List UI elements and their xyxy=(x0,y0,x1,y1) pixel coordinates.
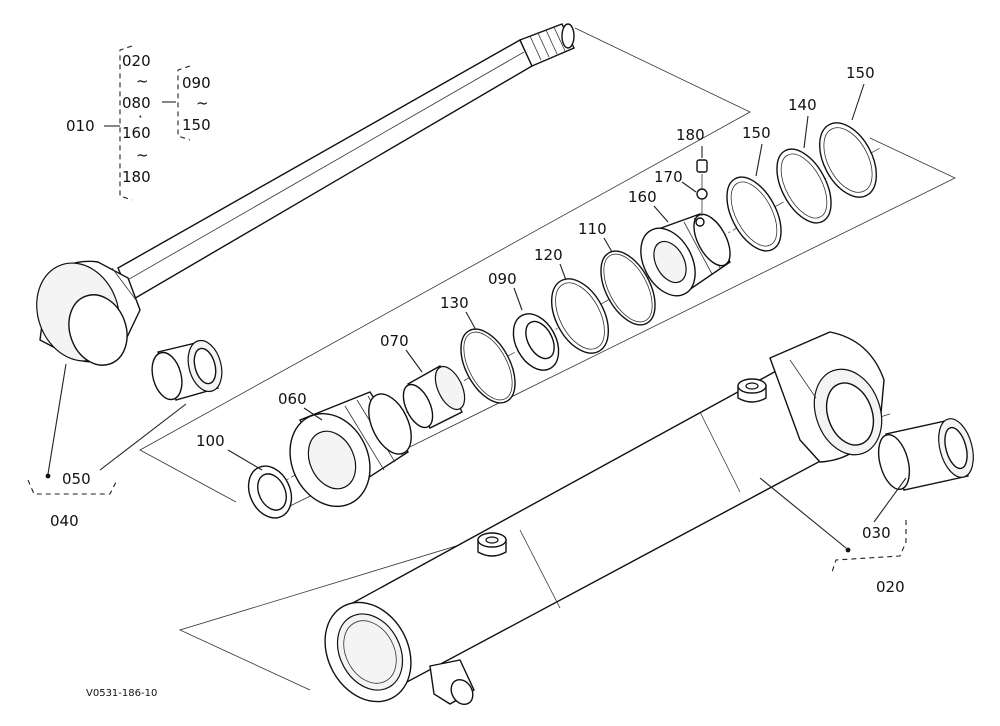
part-140-ring xyxy=(776,148,832,224)
drawing-code: V0531-186-10 xyxy=(86,688,157,699)
cylinder-tube xyxy=(324,331,885,706)
part-060-rod-guide xyxy=(289,391,412,508)
label-130: 130 xyxy=(440,294,469,312)
label-150-mid: 150 xyxy=(742,124,771,142)
label-030: 030 xyxy=(862,524,891,542)
label-range-mark-3: ~ xyxy=(196,94,209,112)
label-170: 170 xyxy=(654,168,683,186)
label-090-top: 090 xyxy=(182,74,211,92)
label-160-left: 160 xyxy=(122,124,151,142)
label-150-top: 150 xyxy=(182,116,211,134)
label-180-right: 180 xyxy=(676,126,705,144)
part-160-piston xyxy=(640,213,731,297)
part-090-ring xyxy=(512,313,560,371)
assembly-brackets xyxy=(27,45,907,573)
label-range-mark-2: ~ xyxy=(136,146,149,164)
label-010: 010 xyxy=(66,117,95,135)
rod-thread xyxy=(529,26,566,61)
part-070-bushing xyxy=(402,365,466,429)
label-020-top: 020 xyxy=(122,52,151,70)
label-160-right: 160 xyxy=(628,188,657,206)
label-070: 070 xyxy=(380,332,409,350)
label-150-right: 150 xyxy=(846,64,875,82)
label-020-bottom: 020 xyxy=(876,578,905,596)
part-150-ring-b xyxy=(818,122,878,198)
part-120-seal-ring xyxy=(550,278,610,354)
label-090-mid: 090 xyxy=(488,270,517,288)
part-150-ring-a xyxy=(726,176,782,252)
part-110-o-ring xyxy=(600,250,656,326)
label-140: 140 xyxy=(788,96,817,114)
label-110: 110 xyxy=(578,220,607,238)
rod-eye-bushing xyxy=(99,339,223,471)
label-080: 080 xyxy=(122,94,151,112)
label-dot-mark: · xyxy=(138,108,143,126)
clevis-bushing xyxy=(873,418,974,523)
part-170-180-ball-and-screw xyxy=(696,159,708,216)
piston-rod-assembly xyxy=(36,23,575,479)
label-040: 040 xyxy=(50,512,79,530)
part-130-o-ring xyxy=(460,328,516,404)
part-100-dust-seal xyxy=(247,465,293,519)
label-060: 060 xyxy=(278,390,307,408)
label-180-left: 180 xyxy=(122,168,151,186)
label-120: 120 xyxy=(534,246,563,264)
label-050: 050 xyxy=(62,470,91,488)
label-100: 100 xyxy=(196,432,225,450)
label-range-mark-1: ~ xyxy=(136,72,149,90)
part-number-labels: 010 020 ~ 080 · 160 ~ 180 090 ~ 150 050 … xyxy=(50,52,905,699)
